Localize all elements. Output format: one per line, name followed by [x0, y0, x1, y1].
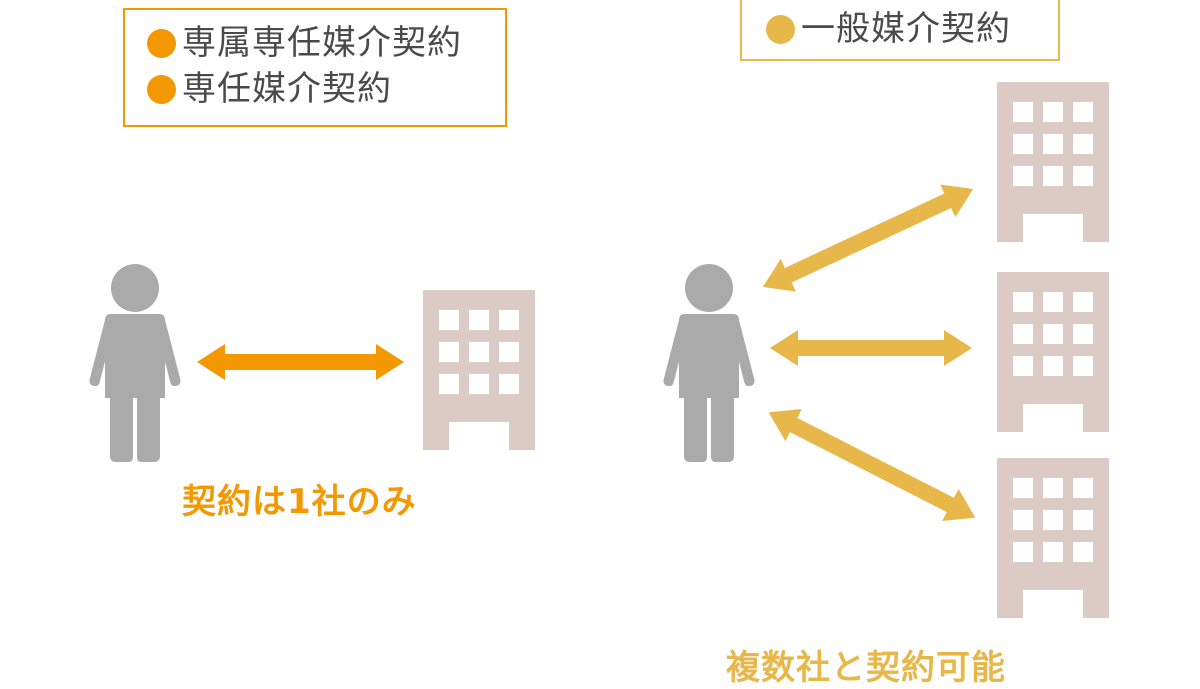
legend-item-exclusive-dedicated: 専属専任媒介契約: [147, 20, 505, 66]
legend-label: 一般媒介契約: [801, 9, 1011, 49]
double-arrow-icon: [770, 330, 972, 366]
building-icon: [997, 272, 1109, 432]
orange-dot-icon: [147, 74, 176, 104]
legend-label: 専任媒介契約: [182, 69, 392, 109]
double-arrow-icon: [197, 344, 404, 380]
legend-exclusive-contracts: 専属専任媒介契約 専任媒介契約: [123, 8, 507, 127]
legend-item-exclusive: 専任媒介契約: [147, 66, 505, 112]
person-icon: [89, 264, 181, 462]
legend-label: 専属専任媒介契約: [182, 23, 462, 63]
legend-general-contract: 一般媒介契約: [740, 0, 1060, 61]
legend-item-general: 一般媒介契約: [766, 6, 1058, 52]
double-arrow-icon: [762, 184, 974, 292]
orange-dot-icon: [147, 28, 176, 58]
caption-single-company: 契約は1社のみ: [182, 482, 417, 522]
building-icon: [997, 458, 1109, 618]
building-icon: [423, 290, 535, 450]
double-arrow-icon: [768, 409, 976, 521]
yellow-dot-icon: [766, 14, 795, 44]
building-icon: [997, 82, 1109, 242]
caption-multiple-companies: 複数社と契約可能: [726, 648, 1006, 688]
person-icon: [663, 264, 755, 462]
